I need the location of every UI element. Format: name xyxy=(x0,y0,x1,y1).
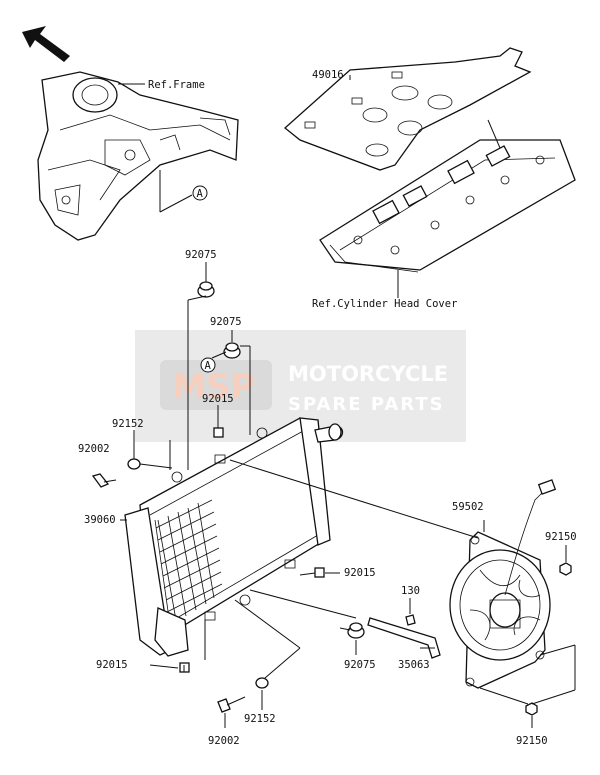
collar-92152-bottom xyxy=(255,677,269,689)
watermark-logo: MSP xyxy=(172,367,255,407)
grommet-92075-bottom xyxy=(347,622,365,639)
part-number-49016: 49016 xyxy=(312,69,344,81)
part-number-39060: 39060 xyxy=(84,514,116,526)
part-number-92075-mid: 92075 xyxy=(210,316,242,328)
ref-frame-label: Ref.Frame xyxy=(148,79,205,91)
radiator-core-fins xyxy=(155,499,223,621)
part-number-92152-top: 92152 xyxy=(112,418,144,430)
ref-cylinder-head-cover-label: Ref.Cylinder Head Cover xyxy=(312,298,457,310)
leader-lines xyxy=(120,262,576,728)
part-number-92152-bottom: 92152 xyxy=(244,713,276,725)
part-number-92075-top: 92075 xyxy=(185,249,217,261)
part-number-92150-top: 92150 xyxy=(545,531,577,543)
ref-mark-a-top: A xyxy=(192,185,208,201)
radiator-fan xyxy=(449,479,557,689)
bracket-35063 xyxy=(367,617,441,659)
bolt-92002-bottom xyxy=(217,696,246,713)
nut-92150-top xyxy=(559,562,572,576)
cylinder-head-cover xyxy=(319,119,576,298)
part-number-92015-top: 92015 xyxy=(202,393,234,405)
grommet-92075-mid xyxy=(223,342,241,359)
ref-mark-a-mid-label: A xyxy=(205,360,212,372)
watermark-line2: SPARE PARTS xyxy=(288,394,445,415)
part-number-92075-bottom: 92075 xyxy=(344,659,376,671)
part-number-92150-bottom: 92150 xyxy=(516,735,548,747)
part-number-92002-top: 92002 xyxy=(78,443,110,455)
part-number-130: 130 xyxy=(401,585,420,597)
front-direction-arrow-icon xyxy=(22,26,70,62)
watermark-line1: MOTORCYCLE xyxy=(288,362,448,386)
ref-mark-a-top-label: A xyxy=(197,188,204,200)
part-number-92015-bottom: 92015 xyxy=(96,659,128,671)
frame-illustration xyxy=(37,71,239,241)
ref-mark-a-mid: A xyxy=(200,357,216,373)
part-number-92015-right: 92015 xyxy=(344,567,376,579)
nut-92150-bottom xyxy=(525,702,538,716)
grommet-92075-top xyxy=(197,281,215,298)
nut-92015-right xyxy=(314,567,325,578)
bolt-92002-top xyxy=(91,473,117,488)
bolt-130 xyxy=(405,614,416,626)
part-number-35063: 35063 xyxy=(398,659,430,671)
part-number-59502: 59502 xyxy=(452,501,484,513)
nut-92015-top xyxy=(213,427,224,438)
radiator xyxy=(124,417,344,657)
part-number-92002-bottom: 92002 xyxy=(208,735,240,747)
gasket-plate xyxy=(283,47,532,171)
collar-92152-top xyxy=(127,458,141,470)
